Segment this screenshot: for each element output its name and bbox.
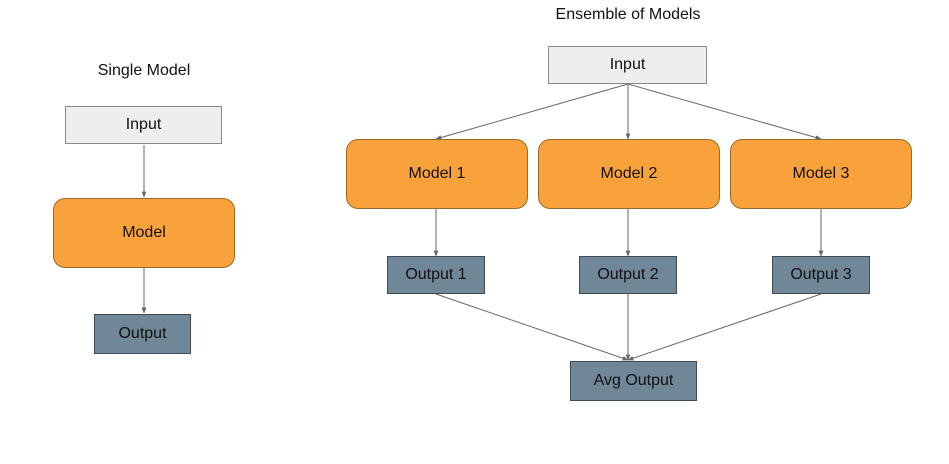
ensemble-output-2-node: Output 2 (579, 256, 677, 294)
single-output-node: Output (94, 314, 191, 354)
ensemble-output-3-node: Output 3 (772, 256, 870, 294)
ensemble-model-1-node: Model 1 (346, 139, 528, 209)
ensemble-model-2-node: Model 2 (538, 139, 720, 209)
arrow-output-1-to-avg (435, 293, 629, 361)
ensemble-avg-output-node: Avg Output (570, 361, 697, 401)
arrow-ensemble-input-to-model-3 (627, 83, 822, 140)
arrow-output-3-to-avg (627, 293, 822, 361)
ensemble-title: Ensemble of Models (555, 6, 701, 23)
single-model-title: Single Model (97, 62, 191, 79)
ensemble-input-node: Input (548, 46, 707, 84)
arrow-ensemble-input-to-model-1 (435, 83, 629, 140)
single-input-node: Input (65, 106, 222, 144)
ensemble-model-3-node: Model 3 (730, 139, 912, 209)
single-model-node: Model (53, 198, 235, 268)
ensemble-output-1-node: Output 1 (387, 256, 485, 294)
